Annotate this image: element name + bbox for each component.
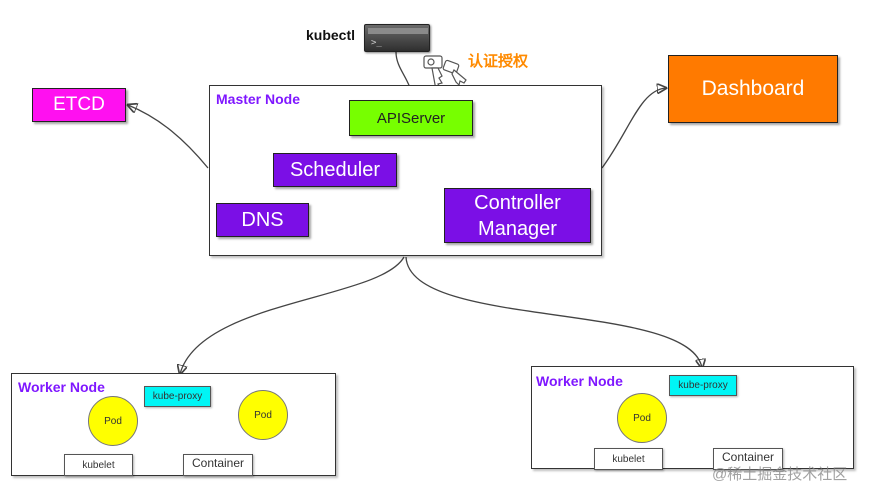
svg-text:>_: >_ [371,38,382,48]
master-to-dashboard-arrow [601,88,666,169]
container-left-label: Container [191,456,245,470]
kubelet-left: kubelet [64,454,133,476]
controller-label-line1: Controller [474,191,561,214]
pod-right: Pod [617,393,667,443]
terminal-icon: >_ [364,24,430,52]
pod-left-1: Pod [88,396,138,446]
pod-left-2-label: Pod [254,409,272,421]
kubectl-label: kubectl [306,27,356,43]
master-to-worker-right-arrow [405,256,702,368]
dashboard-box: Dashboard [668,55,838,123]
master-to-etcd-arrow [128,105,209,169]
etcd-label: ETCD [53,94,105,115]
kubelet-right-label: kubelet [612,453,645,465]
master-node-title: Master Node [216,91,301,107]
container-right-label: Container [721,450,775,464]
kubelet-right: kubelet [594,448,663,470]
dashboard-label: Dashboard [701,77,805,100]
etcd-box: ETCD [32,88,126,122]
kube-proxy-right: kube-proxy [669,375,737,396]
container-right: Container [713,448,783,470]
pod-left-1-label: Pod [104,415,122,427]
kube-proxy-left-label: kube-proxy [152,391,203,402]
dns-box: DNS [216,203,309,237]
apiserver-label: APIServer [376,109,446,127]
dns-label: DNS [241,208,284,231]
pod-right-label: Pod [633,412,651,424]
worker-node-left-title: Worker Node [18,379,105,395]
scheduler-label: Scheduler [289,158,381,181]
watermark: @稀土掘金技术社区 [712,466,848,483]
kube-proxy-right-label: kube-proxy [678,380,728,391]
kubelet-left-label: kubelet [82,459,115,471]
scheduler-box: Scheduler [273,153,397,187]
pod-left-2: Pod [238,390,288,440]
controller-manager-box: Controller Manager [444,188,591,243]
master-to-worker-left-arrow [180,256,405,374]
kube-proxy-left: kube-proxy [144,386,211,407]
apiserver-box: APIServer [349,100,473,136]
controller-label-line2: Manager [478,217,557,240]
container-left: Container [183,454,253,476]
auth-label: 认证授权 [468,53,529,70]
worker-node-right-title: Worker Node [536,373,623,389]
